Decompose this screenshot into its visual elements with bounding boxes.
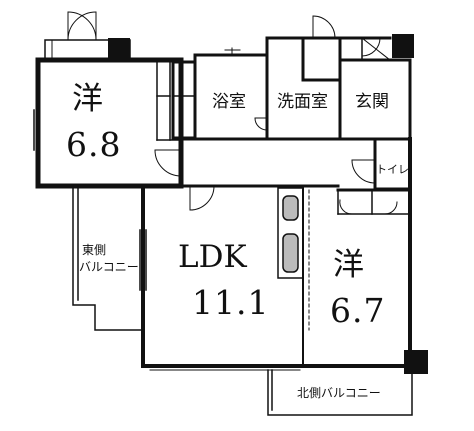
ldk-west-window: [139, 229, 147, 291]
structural-columns: [108, 34, 428, 374]
west-room-size: 6.8: [66, 125, 122, 164]
ldk-size: 11.1: [192, 283, 270, 322]
east-room-type-label: 洋: [333, 247, 364, 283]
washroom-walls: [254, 36, 342, 141]
hall-closet: [171, 60, 197, 140]
top-window-doors: [67, 11, 97, 41]
east-room-walls: [336, 137, 412, 368]
bath-label: 浴室: [212, 92, 246, 112]
west-room-type-label: 洋: [72, 81, 103, 117]
north-balcony-outline: [267, 369, 413, 416]
north-balcony-label: 北側バルコニー: [297, 386, 381, 400]
ldk-label: LDK: [178, 239, 247, 275]
corridor: [179, 137, 377, 188]
east-balcony-label-line2: バルコニー: [79, 260, 139, 274]
west-room-walls: [35, 57, 184, 189]
east-balcony-label-line1: 東側: [82, 243, 107, 257]
washroom-storage: [312, 15, 392, 40]
entrance-label: 玄関: [355, 92, 389, 112]
entrance-walls: [338, 36, 412, 141]
east-room-size: 6.7: [330, 291, 386, 330]
washroom-label: 洗面室: [277, 92, 328, 112]
ldk-walls: [141, 184, 412, 368]
east-balcony-outline: [72, 185, 144, 331]
west-room-closet: [156, 61, 182, 141]
kitchen-counter: [277, 187, 304, 279]
west-room-door: [154, 149, 182, 177]
toilet-label: トイレ: [376, 163, 409, 176]
